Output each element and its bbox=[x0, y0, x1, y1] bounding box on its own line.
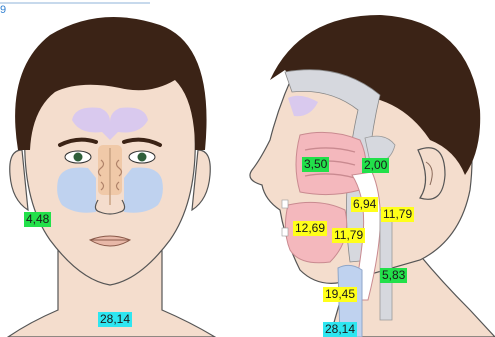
label-side-lower: 19,45 bbox=[323, 287, 357, 302]
label-side-right: 11,79 bbox=[381, 207, 414, 222]
side-upper-teeth bbox=[282, 200, 288, 208]
label-side-neck: 28,14 bbox=[323, 322, 357, 337]
corner-glyph: 9 bbox=[0, 4, 6, 16]
label-front-neck: 28,14 bbox=[98, 312, 132, 327]
label-side-upper-right: 2,00 bbox=[362, 158, 389, 173]
side-lower-teeth bbox=[282, 228, 288, 236]
label-side-mid: 6,94 bbox=[351, 197, 378, 212]
label-side-pharynx: 5,83 bbox=[380, 268, 407, 283]
front-right-iris bbox=[138, 153, 147, 162]
label-side-oral-right: 11,79 bbox=[332, 228, 365, 243]
label-side-oral-left: 12,69 bbox=[293, 221, 327, 236]
front-face-figure bbox=[8, 17, 215, 337]
label-side-upper-left: 3,50 bbox=[302, 157, 329, 172]
side-spine bbox=[380, 210, 392, 320]
front-left-iris bbox=[74, 153, 83, 162]
label-front-maxillary: 4,48 bbox=[24, 212, 51, 227]
side-head-figure bbox=[250, 15, 495, 337]
